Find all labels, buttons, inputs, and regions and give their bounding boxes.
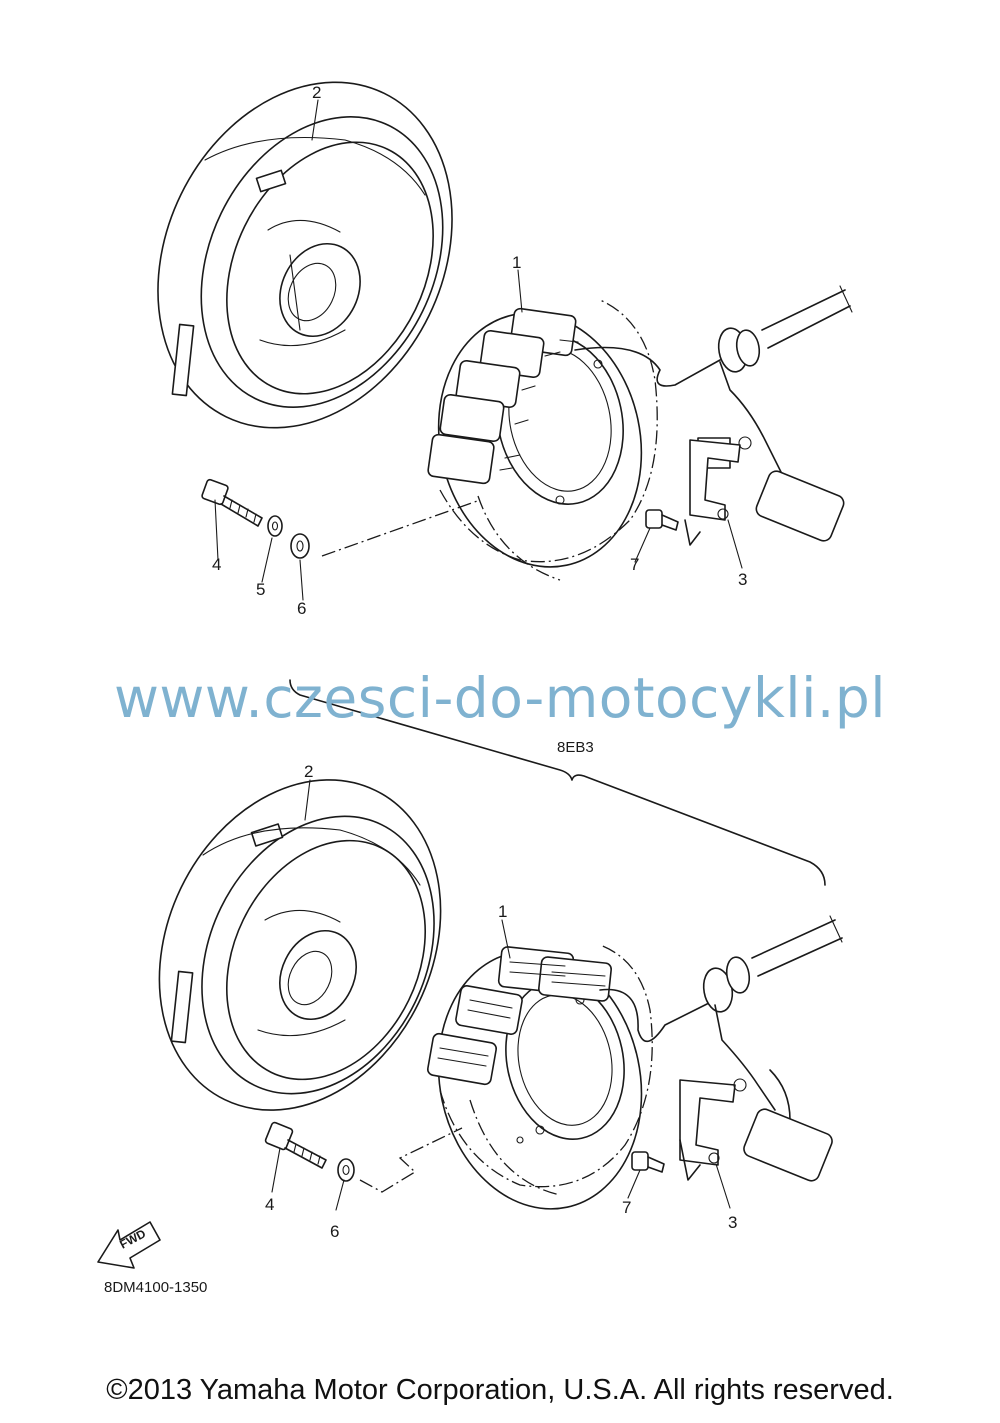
copyright-notice: ©2013 Yamaha Motor Corporation, U.S.A. A… — [106, 1374, 894, 1406]
callout-3-top: 3 — [738, 570, 747, 589]
callout-2-top: 2 — [312, 83, 321, 102]
callout-6-top: 6 — [297, 599, 306, 618]
top-assembly — [157, 81, 853, 601]
rotor-part-bottom — [158, 779, 442, 1111]
lead-wire-bottom — [702, 915, 843, 1182]
watermark-url: www.czesci-do-motocykli.pl — [113, 666, 887, 730]
bolt-part-bottom — [264, 1121, 327, 1169]
lead-wire-top — [697, 285, 853, 542]
stator-part-bottom — [426, 944, 716, 1210]
diagram-code: 8DM4100-1350 — [104, 1279, 207, 1296]
callout-3-bottom: 3 — [728, 1213, 737, 1232]
callout-1-bottom: 1 — [498, 902, 507, 921]
clamp-part-top — [689, 436, 752, 521]
rotor-part-top — [157, 81, 453, 429]
callout-7-bottom: 7 — [622, 1198, 631, 1217]
variant-label: 8EB3 — [557, 739, 594, 756]
callouts-top: 2 1 4 5 6 7 3 — [212, 83, 747, 618]
clamp-part-bottom — [679, 1078, 747, 1166]
washer-part-bottom — [337, 1158, 355, 1182]
bolt-part-top — [201, 478, 263, 527]
callouts-bottom: 8EB3 2 1 4 6 7 3 — [265, 739, 737, 1241]
callout-7-top: 7 — [630, 555, 639, 574]
callout-4-top: 4 — [212, 555, 221, 574]
callout-5-top: 5 — [256, 580, 265, 599]
bottom-assembly — [158, 679, 843, 1211]
stator-part-top — [427, 299, 721, 581]
callout-4-bottom: 4 — [265, 1195, 274, 1214]
washers-top — [267, 515, 310, 559]
callout-1-top: 1 — [512, 253, 521, 272]
fwd-arrow-icon — [97, 1221, 161, 1269]
screw-part-bottom — [631, 1139, 701, 1181]
callout-6-bottom: 6 — [330, 1222, 339, 1241]
screw-part-top — [645, 509, 701, 546]
callout-2-bottom: 2 — [304, 762, 313, 781]
